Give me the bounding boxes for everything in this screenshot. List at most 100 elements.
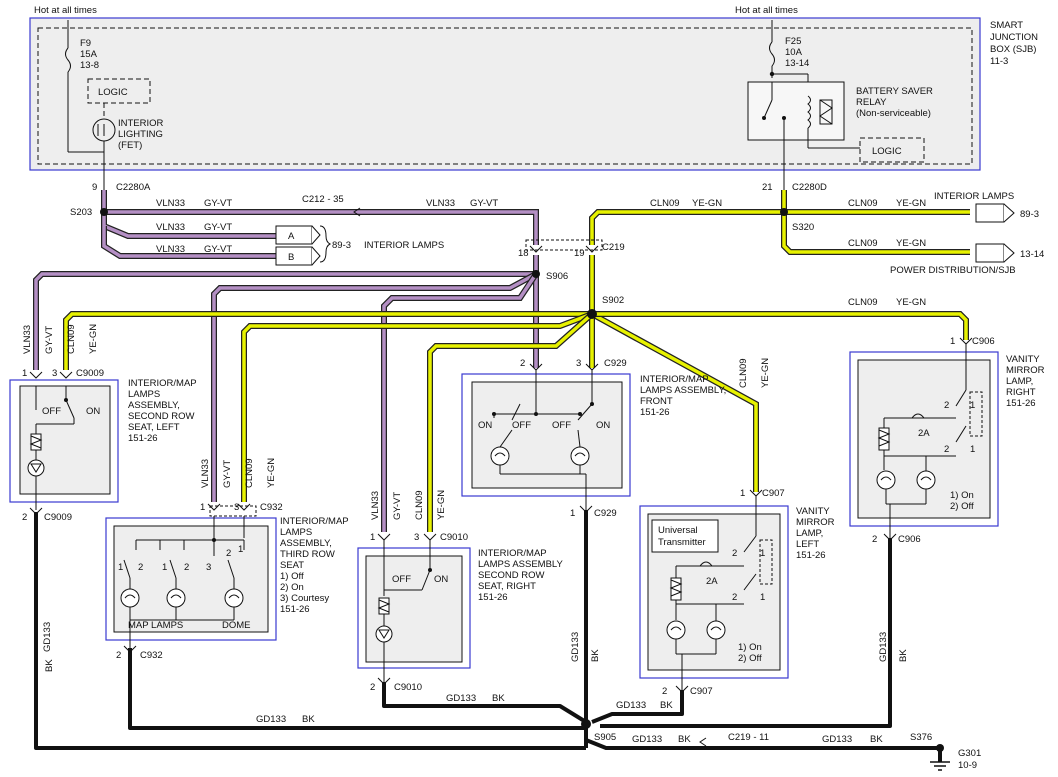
interior-map-lamps-front: 2 3 C929 ON OFF OFF ON 1 C929 INTERIOR/M… xyxy=(461,358,726,519)
s320-label: S320 xyxy=(792,222,814,233)
vr-legend-off: 2) Off xyxy=(950,501,974,512)
cln09-label-7: CLN09 xyxy=(414,490,425,520)
vl-n2b: 2 xyxy=(732,592,737,603)
fuse-f9-ref: 13-8 xyxy=(80,60,99,71)
g301-ref: 10-9 xyxy=(958,760,977,771)
c929-top-pin-a: 2 xyxy=(520,358,525,369)
vanity-mirror-lamp-left: 1 C907 Universal Transmitter 2 1 2 1 2A … xyxy=(639,488,835,697)
cln09-label-5: CLN09 xyxy=(66,324,77,354)
yegn-label-5: YE-GN xyxy=(88,324,99,354)
third-row-1: INTERIOR/MAP xyxy=(280,516,349,527)
gyvt-label-3: GY-VT xyxy=(204,244,232,255)
front-off-2: OFF xyxy=(552,420,571,431)
relay-label-1: BATTERY SAVER xyxy=(856,86,933,97)
fuse-f9-icon xyxy=(65,47,71,73)
c932-top-label: C932 xyxy=(260,502,283,513)
c907-bot-pin: 2 xyxy=(662,686,667,697)
vl-legend-off: 2) Off xyxy=(738,653,762,664)
vanity-right-4: RIGHT xyxy=(1006,387,1036,398)
third-sw3-n2: 2 xyxy=(226,548,231,559)
third-row-2: LAMPS xyxy=(280,527,312,538)
c932-top-pin-a: 1 xyxy=(200,502,205,513)
c929-bot-label: C929 xyxy=(594,508,617,519)
third-sw2-n2: 2 xyxy=(184,562,189,573)
bk-label-7: BK xyxy=(590,649,601,662)
vl-n2a: 2 xyxy=(732,548,737,559)
c932-top-pin-b: 3 xyxy=(234,502,239,513)
vr-lamp-1-icon xyxy=(876,470,896,490)
gd133-label-1: GD133 xyxy=(42,622,53,652)
vln33-label-1: VLN33 xyxy=(156,198,185,209)
fuse-f25-amp: 10A xyxy=(785,47,803,58)
bk-label-5: BK xyxy=(678,734,691,745)
front-off-1: OFF xyxy=(512,420,531,431)
front-lamp-2-icon xyxy=(570,446,590,466)
vln33-label-2: VLN33 xyxy=(156,222,185,233)
second-row-left-5: SEAT, LEFT xyxy=(128,422,180,433)
s905-label: S905 xyxy=(594,732,616,743)
c9009-top-label: C9009 xyxy=(76,368,104,379)
sjb-label-4: 11-3 xyxy=(990,56,1008,67)
second-row-left-4: SECOND ROW xyxy=(128,411,195,422)
gd133-label-6: GD133 xyxy=(822,734,852,745)
front-3: FRONT xyxy=(640,396,673,407)
relay-coil-icon xyxy=(807,95,811,129)
second-row-right-4: SEAT, RIGHT xyxy=(478,581,536,592)
c9010-top-pin-a: 1 xyxy=(370,532,375,543)
vr-n1b: 1 xyxy=(970,444,975,455)
vr-lamp-2-icon xyxy=(916,470,936,490)
third-row-6: 1) Off xyxy=(280,571,304,582)
ref-89-3-right: 89-3 xyxy=(1020,209,1039,220)
vanity-right-3: LAMP, xyxy=(1006,376,1033,387)
off-label-r: OFF xyxy=(392,574,411,585)
c219-pin-a: 18 xyxy=(518,248,529,259)
ground-wires: G301 10-9 S905 S376 C219 - 11 GD133 BK G… xyxy=(34,510,981,771)
front-1: INTERIOR/MAP xyxy=(640,374,709,385)
vln33-label-5: VLN33 xyxy=(22,325,33,354)
vl-n1b: 1 xyxy=(760,592,765,603)
s376-label: S376 xyxy=(910,732,932,743)
sjb-label-2: JUNCTION xyxy=(990,32,1038,43)
third-sw2-n1: 1 xyxy=(162,562,167,573)
conn-a-label: A xyxy=(288,231,295,242)
third-row-4: THIRD ROW xyxy=(280,549,335,560)
interior-lamps-right: INTERIOR LAMPS xyxy=(934,191,1014,202)
gyvt-label-4: GY-VT xyxy=(470,198,498,209)
interior-lamps-left: INTERIOR LAMPS xyxy=(364,240,444,251)
second-row-right-1: INTERIOR/MAP xyxy=(478,548,547,559)
vr-n2b: 2 xyxy=(944,444,949,455)
vl-legend-on: 1) On xyxy=(738,642,762,653)
vln33-label-6: VLN33 xyxy=(200,459,211,488)
vl-lamp-2-icon xyxy=(706,620,726,640)
front-lamp-1-icon xyxy=(490,446,510,466)
c9010-top-label: C9010 xyxy=(440,532,468,543)
universal-label-1: Universal xyxy=(658,525,698,536)
hot-label-right: Hot at all times xyxy=(735,5,798,16)
interior-map-lamps-third-row: 1 3 C932 1 2 1 2 3 2 1 MAP LAM xyxy=(105,502,349,661)
ref-13-14: 13-14 xyxy=(1020,249,1044,260)
vln33-label-7: VLN33 xyxy=(370,491,381,520)
second-row-left-6: 151-26 xyxy=(128,433,158,444)
front-2: LAMPS ASSEMBLY, xyxy=(640,385,726,396)
c219-pin-b: 19 xyxy=(574,248,585,259)
front-on-2: ON xyxy=(596,420,610,431)
third-row-8: 3) Courtesy xyxy=(280,593,329,604)
fet-label-1: INTERIOR xyxy=(118,118,164,129)
gyvt-label-6: GY-VT xyxy=(222,460,233,488)
second-row-right-2: LAMPS ASSEMBLY xyxy=(478,559,563,570)
gyvt-label-5: GY-VT xyxy=(44,326,55,354)
connector-interior-lamps-right xyxy=(975,203,1005,223)
c906-top-pin: 1 xyxy=(950,336,955,347)
c9009-top-pin-b: 3 xyxy=(52,368,57,379)
c907-top-label: C907 xyxy=(762,488,785,499)
interior-map-lamps-second-row-left: 1 3 C9009 OFF ON 2 C9009 INTERIOR/MAP LA… xyxy=(9,368,197,523)
vanity-left-5: 151-26 xyxy=(796,550,826,561)
third-sw3-n1: 1 xyxy=(238,544,243,555)
fuse-f9-name: F9 xyxy=(80,38,91,49)
bk-label-4: BK xyxy=(660,700,673,711)
vanity-left-4: LEFT xyxy=(796,539,819,550)
connector-power-distribution xyxy=(975,243,1005,263)
vl-2a: 2A xyxy=(706,576,718,587)
s902-label: S902 xyxy=(602,295,624,306)
gd133-label-7: GD133 xyxy=(570,632,581,662)
